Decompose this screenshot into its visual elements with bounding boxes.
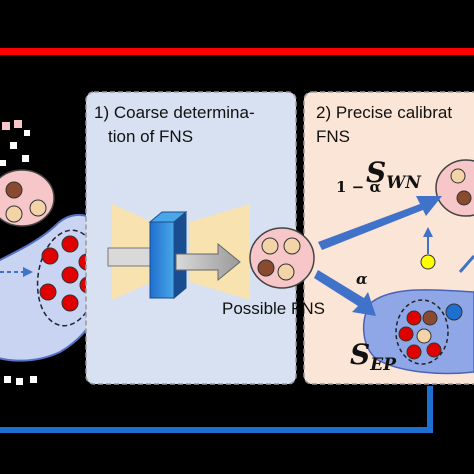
s-wn-subscript: WN xyxy=(386,173,422,193)
top-red-line xyxy=(0,48,474,55)
s-wn-main: S xyxy=(366,156,386,189)
alpha-label: α xyxy=(356,270,368,288)
output-arrow xyxy=(175,242,241,282)
coarse-panel-title-line1: 1) Coarse determina- xyxy=(94,103,255,122)
one-minus-alpha-label: 1 − α xyxy=(336,178,381,196)
s-ep-main: S xyxy=(350,338,370,371)
s-ep-label: SEP xyxy=(350,338,397,375)
arrow-to-s-wn xyxy=(318,196,442,250)
precise-calibration-panel: 2) Precise calibrat FNS SWN 1 − α α xyxy=(303,91,474,385)
model-block xyxy=(148,210,188,300)
bottom-blue-connector xyxy=(0,386,433,433)
precise-panel-title-line1: 2) Precise calibrat xyxy=(316,103,452,122)
coarse-determination-panel: 1) Coarse determina- tion of FNS xyxy=(85,91,297,385)
s-wn-sample-cluster xyxy=(435,159,474,217)
precise-panel-title-line2: FNS xyxy=(316,127,350,146)
right-blue-arrow-stub xyxy=(458,255,474,273)
blue-dot xyxy=(445,303,463,321)
s-ep-subscript: EP xyxy=(369,355,397,375)
yellow-dot xyxy=(420,254,436,270)
left-sample-cluster xyxy=(0,169,55,227)
coarse-panel-title-line2: tion of FNS xyxy=(108,127,193,146)
left-scattered-squares xyxy=(0,120,37,385)
arrow-to-s-ep xyxy=(314,270,376,316)
input-arrow-body xyxy=(107,247,153,267)
s-wn-label: SWN xyxy=(366,156,422,193)
network-hourglass xyxy=(112,204,250,300)
s-ep-region xyxy=(362,289,474,375)
possible-fns-label: Possible FNS xyxy=(222,299,325,318)
possible-fns-cluster xyxy=(249,227,315,289)
